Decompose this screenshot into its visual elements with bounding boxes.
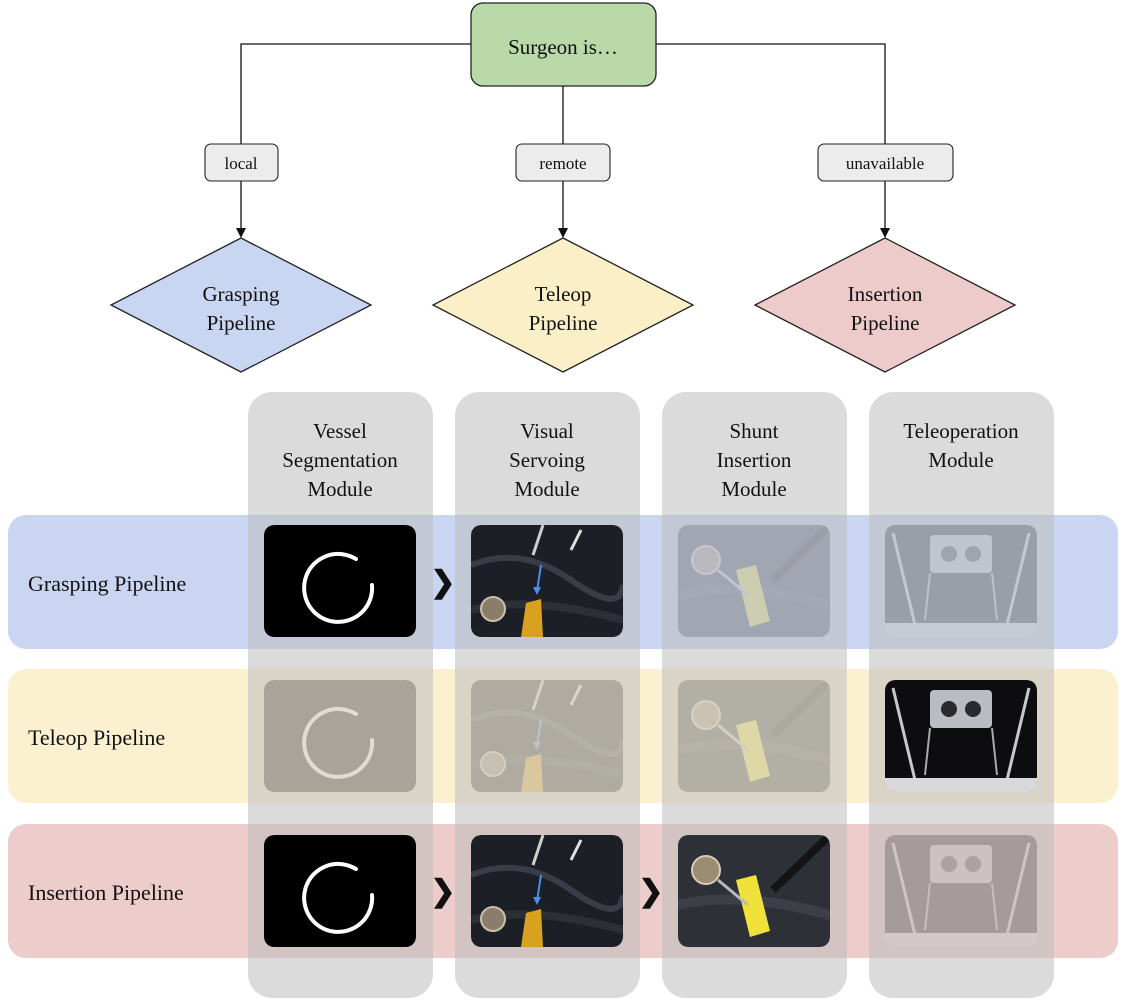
diamond-shape	[431, 237, 695, 373]
condition-box	[515, 143, 611, 182]
diamond-line2: Pipeline	[851, 311, 920, 335]
module-title-line: Insertion	[717, 448, 792, 472]
module-thumbnails	[264, 525, 1037, 947]
module-title-line: Teleoperation	[903, 419, 1019, 443]
flow-arrows: ❯ ❯ ❯	[430, 566, 663, 909]
diamond-insertion-pipeline: Insertion Pipeline	[753, 237, 1017, 373]
module-title-line: Module	[514, 477, 579, 501]
condition-box	[817, 143, 954, 182]
flow-arrow-icon: ❯	[638, 875, 663, 909]
module-thumbnail-vessel-mask	[264, 835, 416, 947]
diamond-grasping-pipeline: Grasping Pipeline	[109, 237, 373, 373]
row-label-teleop: Teleop Pipeline	[28, 725, 165, 750]
root-node: Surgeon is…	[470, 2, 657, 87]
condition-text: local	[224, 154, 257, 173]
flow-arrow-icon: ❯	[430, 875, 455, 909]
condition-box	[204, 143, 279, 182]
module-thumbnail-visual-servoing	[471, 525, 623, 637]
diamond-shape	[109, 237, 373, 373]
module-title-line: Segmentation	[282, 448, 398, 472]
root-node-box	[470, 2, 657, 87]
diamond-teleop-pipeline: Teleop Pipeline	[431, 237, 695, 373]
module-title-line: Shunt	[729, 419, 778, 443]
module-thumbnail-shunt-insertion	[678, 525, 830, 637]
condition-label-unavailable: unavailable	[817, 143, 954, 182]
module-thumbnail-shunt-insertion	[678, 680, 830, 792]
condition-label-local: local	[204, 143, 279, 182]
module-title-line: Visual	[520, 419, 574, 443]
flow-arrow-icon: ❯	[430, 566, 455, 600]
condition-text: unavailable	[846, 154, 924, 173]
connector-local	[236, 43, 471, 238]
module-thumbnail-vessel-mask	[264, 525, 416, 637]
row-label-insertion: Insertion Pipeline	[28, 880, 184, 905]
module-title-line: Module	[721, 477, 786, 501]
module-thumbnail-visual-servoing	[471, 835, 623, 947]
diamond-line1: Teleop	[535, 282, 592, 306]
module-thumbnail-visual-servoing	[471, 680, 623, 792]
module-titles: Vessel Segmentation Module Visual Servoi…	[282, 419, 1019, 501]
module-thumbnail-vessel-mask	[264, 680, 416, 792]
module-title-line: Vessel	[313, 419, 367, 443]
condition-text: remote	[539, 154, 586, 173]
root-label: Surgeon is…	[508, 35, 618, 59]
module-thumbnail-teleoperation-rig	[885, 680, 1037, 792]
diamond-line2: Pipeline	[529, 311, 598, 335]
module-title-line: Module	[307, 477, 372, 501]
row-label-grasping: Grasping Pipeline	[28, 571, 186, 596]
module-thumbnail-teleoperation-rig	[885, 525, 1037, 637]
module-thumbnail-teleoperation-rig	[885, 835, 1037, 947]
condition-label-remote: remote	[515, 143, 611, 182]
module-title-line: Module	[928, 448, 993, 472]
diamond-line1: Grasping	[203, 282, 280, 306]
diamond-line2: Pipeline	[207, 311, 276, 335]
connector-unavailable	[655, 43, 890, 238]
module-title-line: Servoing	[509, 448, 585, 472]
diamond-shape	[753, 237, 1017, 373]
diamond-line1: Insertion	[848, 282, 923, 306]
module-thumbnail-shunt-insertion	[678, 835, 830, 947]
